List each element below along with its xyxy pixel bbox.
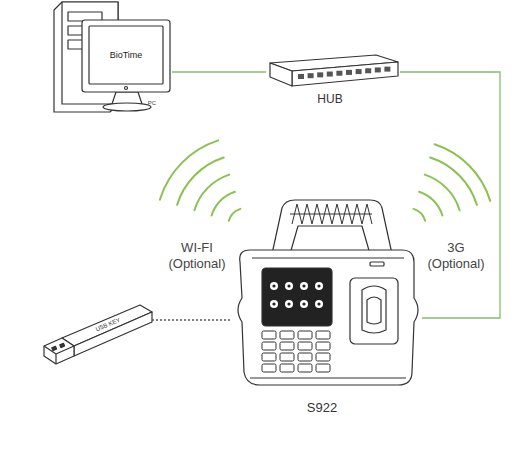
power-button [125, 87, 128, 90]
handle-lattice [290, 214, 372, 215]
fingerprint-glass [367, 297, 381, 324]
menu-icon [285, 282, 293, 290]
hub: HUB [266, 50, 400, 112]
signal-wave [229, 209, 241, 221]
menu-icon-dot [302, 284, 305, 287]
keypad-key [298, 364, 312, 372]
menu-icon-dot [287, 284, 290, 287]
keypad-key [280, 342, 294, 350]
keypad-key [262, 331, 276, 339]
keypad-key [316, 331, 330, 339]
fingerprint-window [362, 286, 386, 333]
menu-icon-dot [317, 302, 320, 305]
menu-icon [270, 300, 278, 308]
keypad-key [280, 331, 294, 339]
keypad-key [316, 364, 330, 372]
menu-icon [315, 282, 323, 290]
usb-plug-line [44, 346, 74, 364]
device-body [238, 250, 418, 385]
menu-icon-dot [272, 302, 275, 305]
keypad-key [298, 342, 312, 350]
keypad-key [262, 342, 276, 350]
hub-front [292, 62, 398, 86]
signal-wave [414, 209, 426, 221]
fingerprint-sensor [350, 278, 398, 344]
device-label: S922 [307, 401, 337, 416]
keypad-key [298, 331, 312, 339]
keypad-key [298, 353, 312, 361]
signal-wave [212, 192, 235, 216]
keypad-key [280, 364, 294, 372]
usb-contact [60, 343, 65, 347]
hub-port [356, 69, 362, 74]
optional-link-label: WI-FI (Optional) [162, 240, 232, 271]
usb-key: USB KEY [40, 298, 152, 364]
keypad-key [262, 364, 276, 372]
menu-icon-dot [317, 284, 320, 287]
hub-end [270, 63, 292, 86]
monitor [82, 20, 170, 92]
signal-wave [430, 158, 477, 205]
hub-port [308, 73, 314, 78]
monitor-screen [89, 26, 163, 84]
signal-wave [177, 158, 224, 205]
connector-line [152, 319, 232, 320]
connector-line [400, 72, 500, 318]
device-screen [262, 268, 332, 326]
hub-port [365, 68, 371, 73]
menu-icon-dot [287, 302, 290, 305]
hub-port [336, 71, 342, 76]
signal-wave [435, 144, 491, 201]
monitor-stand [112, 92, 142, 104]
optional-link-label: 3G (Optional) [421, 240, 491, 271]
signal-wave [419, 192, 442, 216]
keypad-key [262, 353, 276, 361]
menu-icon [300, 282, 308, 290]
device-bumper [250, 258, 406, 378]
menu-icon [285, 300, 293, 308]
menu-icon-dot [272, 284, 275, 287]
signal-wave [425, 175, 460, 211]
menu-icon [270, 282, 278, 290]
usb-plug [44, 338, 74, 364]
usb-contact [52, 346, 57, 350]
card-slot [370, 262, 384, 266]
hub-port [375, 67, 381, 72]
s922-terminal: S922 [232, 196, 422, 420]
hub-port [298, 74, 304, 79]
pc: BioTimePC [52, 0, 172, 114]
hub-port [327, 72, 333, 77]
menu-icon-dot [302, 302, 305, 305]
signal-wave [160, 140, 218, 199]
device-label: HUB [317, 93, 342, 107]
device-label: PC [148, 100, 156, 107]
menu-icon [300, 300, 308, 308]
keypad-key [280, 353, 294, 361]
usb-side [74, 312, 152, 356]
connector-line [172, 71, 266, 72]
keypad-key [316, 353, 330, 361]
device-handle [272, 200, 392, 254]
hub-port [346, 70, 352, 75]
hub-port [384, 67, 390, 72]
keypad-key [316, 342, 330, 350]
hub-port [317, 72, 323, 77]
usb-text: USB KEY [95, 317, 122, 334]
signal-wave [194, 175, 229, 211]
monitor-base [103, 103, 151, 111]
software-name: BioTime [110, 50, 143, 60]
menu-icon [315, 300, 323, 308]
